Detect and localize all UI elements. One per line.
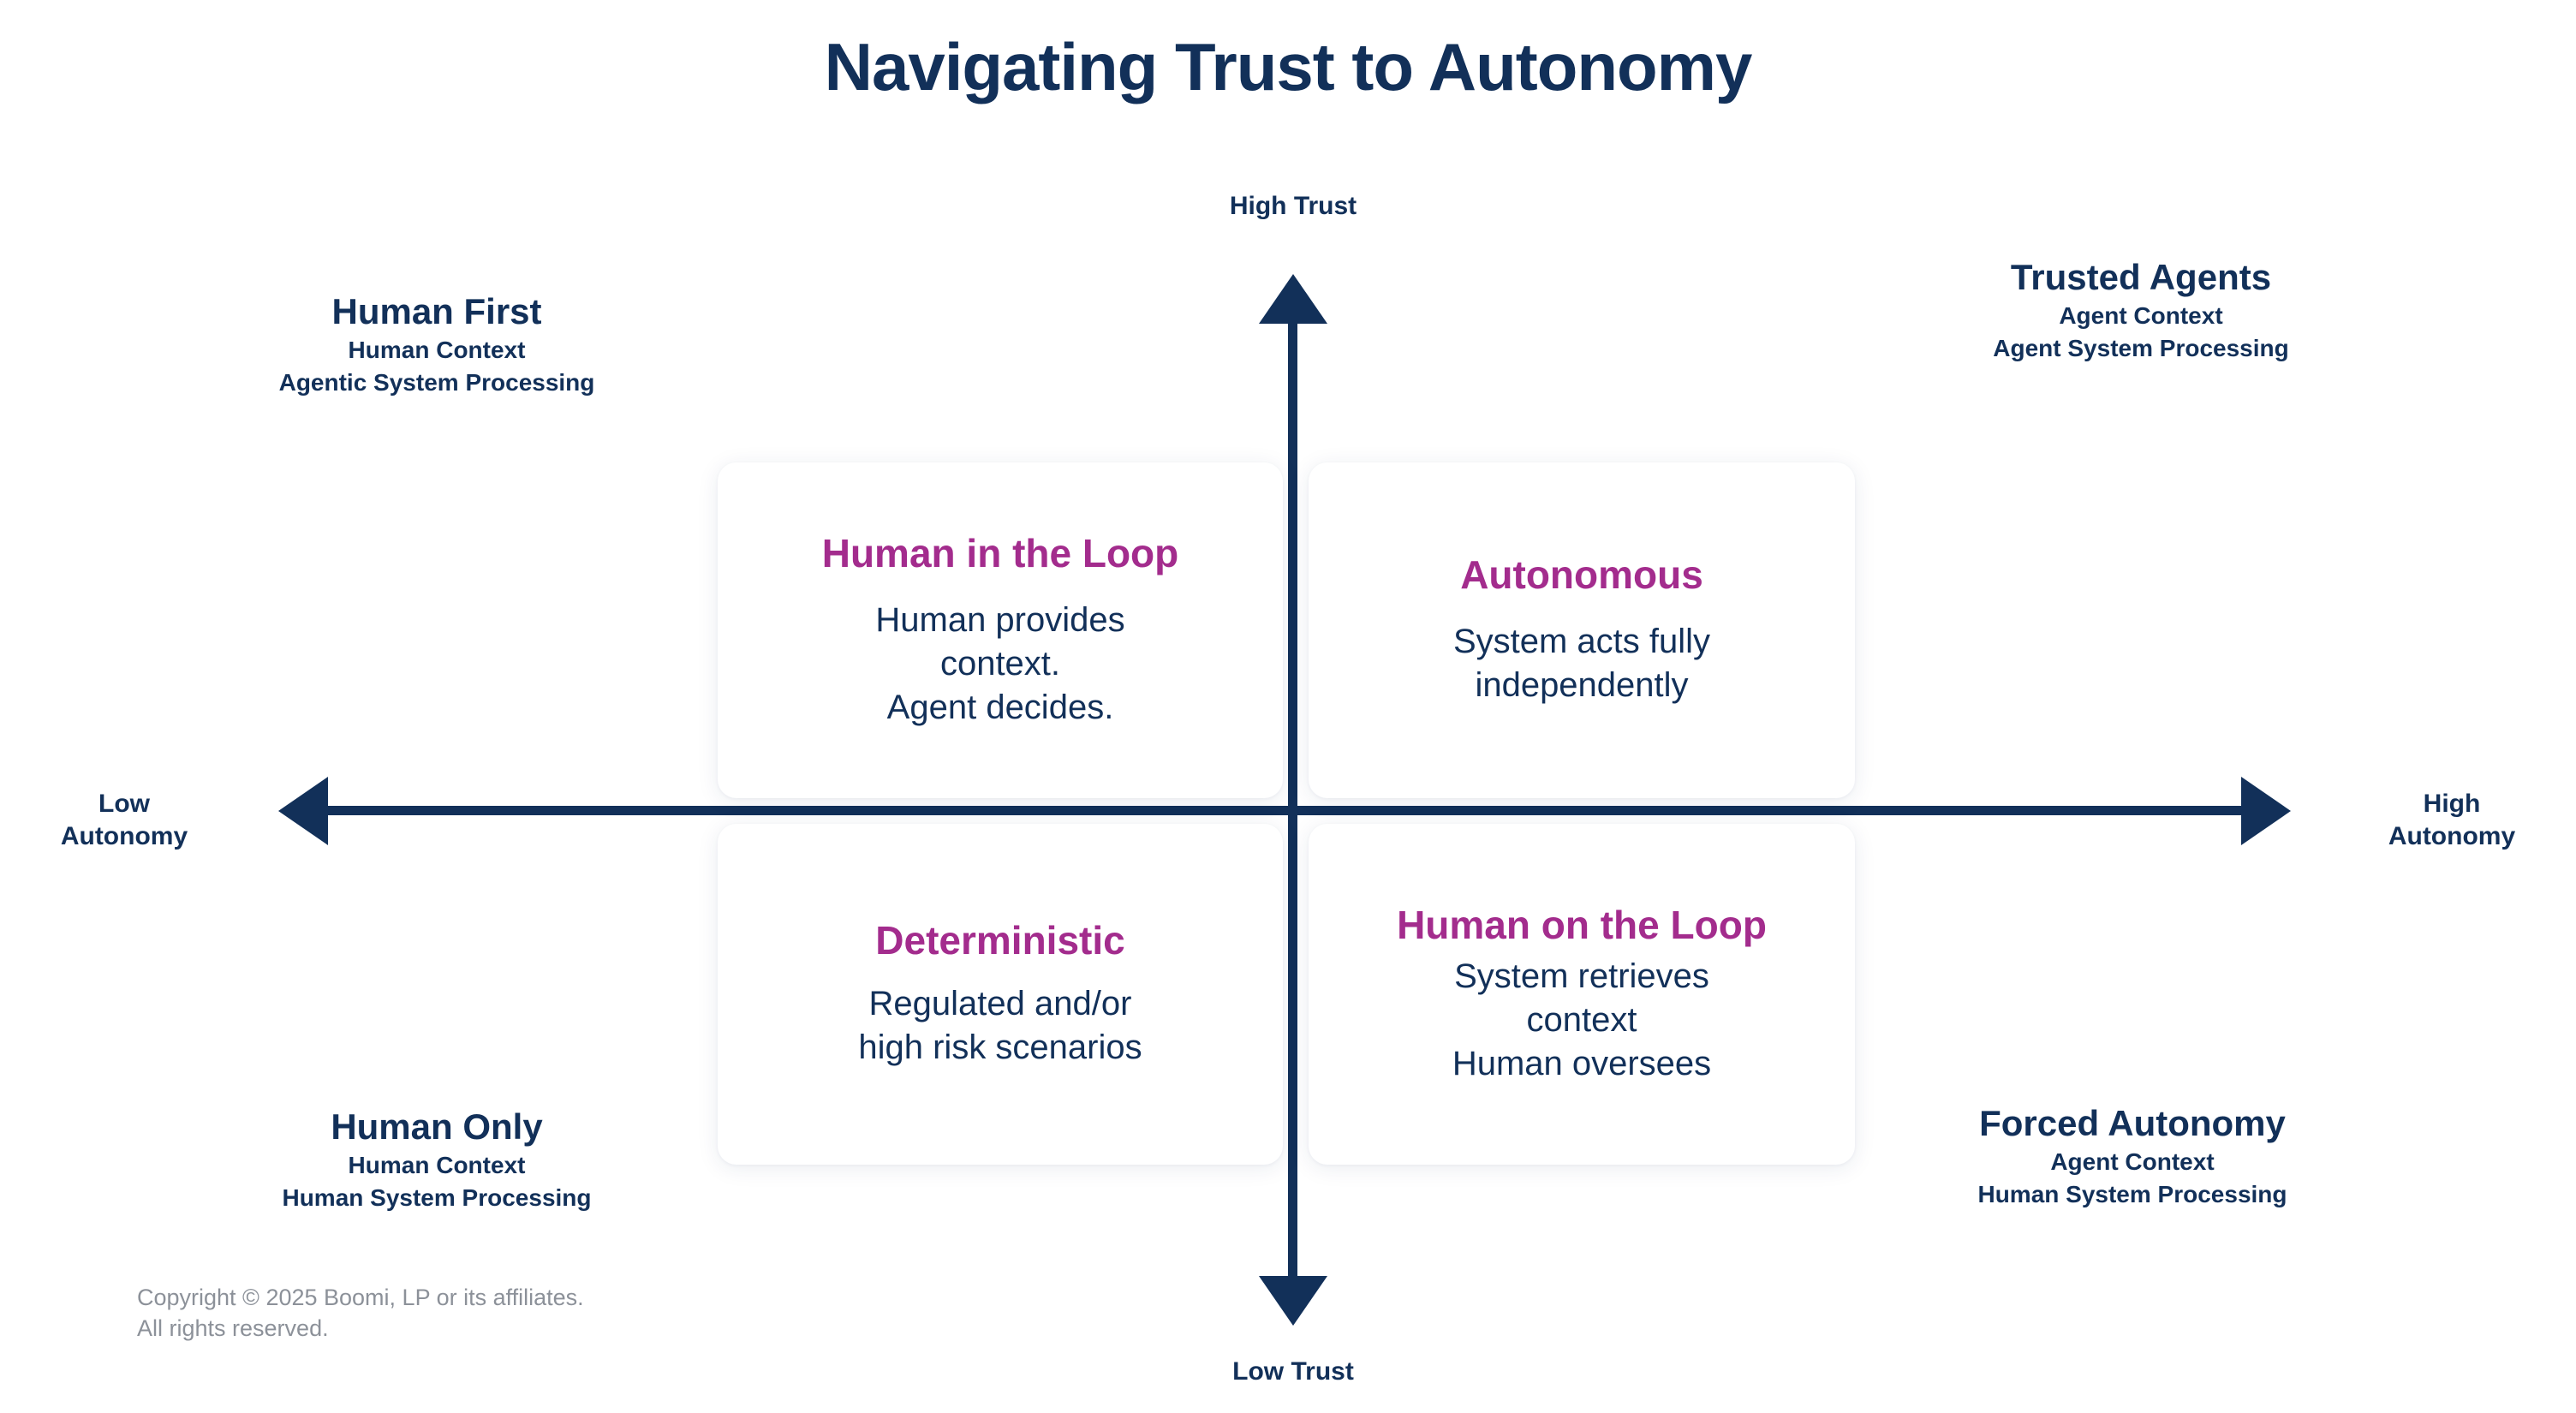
quadrant-body-line-3: Human oversees xyxy=(1452,1045,1712,1083)
quadrant-body-human-in-the-loop: Human provides context. Agent decides. xyxy=(875,599,1124,730)
corner-sub-human-first-2: Agentic System Processing xyxy=(278,369,595,396)
corner-sub-forced-autonomy-1: Agent Context xyxy=(2050,1148,2215,1175)
axis-label-low-trust: Low Trust xyxy=(1232,1357,1354,1386)
quadrant-card-deterministic[interactable]: Deterministic Regulated and/or high risk… xyxy=(718,824,1283,1165)
quadrant-card-human-on-the-loop[interactable]: Human on the Loop System retrieves conte… xyxy=(1309,824,1855,1165)
page-title: Navigating Trust to Autonomy xyxy=(824,29,1753,104)
arrow-down-icon xyxy=(1259,1276,1327,1326)
quadrant-card-human-in-the-loop[interactable]: Human in the Loop Human provides context… xyxy=(718,462,1283,798)
copyright-line-1: Copyright © 2025 Boomi, LP or its affili… xyxy=(137,1285,584,1310)
quadrant-body-line-1: System acts fully xyxy=(1452,623,1711,661)
corner-title-human-first: Human First xyxy=(331,291,542,331)
corner-sub-trusted-agents-2: Agent System Processing xyxy=(1993,335,2289,362)
corner-title-trusted-agents: Trusted Agents xyxy=(2010,257,2272,297)
quadrant-body-human-on-the-loop: System retrieves context Human oversees xyxy=(1452,955,1711,1087)
corner-title-human-only: Human Only xyxy=(331,1106,543,1147)
quadrant-body-deterministic: Regulated and/or high risk scenarios xyxy=(858,982,1142,1070)
quadrant-title-human-on-the-loop: Human on the Loop xyxy=(1397,902,1767,947)
quadrant-title-autonomous: Autonomous xyxy=(1460,552,1703,598)
axis-label-high-autonomy: High Autonomy xyxy=(2336,788,2567,854)
axis-label-high-autonomy-line2: Autonomy xyxy=(2388,822,2516,851)
quadrant-body-line-2: context xyxy=(1526,1000,1637,1039)
corner-sub-trusted-agents-1: Agent Context xyxy=(2059,301,2223,329)
axis-label-low-autonomy-line1: Low xyxy=(98,790,150,818)
corner-label-forced-autonomy: Forced Autonomy Agent Context Human Syst… xyxy=(1850,1103,2415,1211)
quadrant-body-line-2: high risk scenarios xyxy=(858,1028,1142,1067)
quadrant-title-deterministic: Deterministic xyxy=(875,918,1125,963)
corner-label-trusted-agents: Trusted Agents Agent Context Agent Syste… xyxy=(1858,257,2424,365)
corner-label-human-only: Human Only Human Context Human System Pr… xyxy=(154,1106,719,1214)
quadrant-body-line-3: Agent decides. xyxy=(886,689,1114,727)
horizontal-axis-line xyxy=(291,806,2278,815)
corner-sub-human-only-2: Human System Processing xyxy=(282,1184,592,1212)
arrow-right-icon xyxy=(2241,777,2291,845)
quadrant-body-line-1: Human provides xyxy=(875,600,1125,639)
axis-label-low-autonomy-line2: Autonomy xyxy=(60,822,188,851)
copyright-line-2: All rights reserved. xyxy=(137,1315,329,1342)
quadrant-body-line-1: System retrieves xyxy=(1454,957,1709,995)
quadrant-body-line-2: independently xyxy=(1475,666,1689,705)
quadrant-body-autonomous: System acts fully independently xyxy=(1453,620,1710,707)
corner-sub-human-only-1: Human Context xyxy=(348,1151,526,1178)
arrow-up-icon xyxy=(1259,274,1327,324)
corner-sub-human-first-1: Human Context xyxy=(348,336,526,363)
quadrant-body-line-1: Regulated and/or xyxy=(868,985,1132,1023)
copyright-notice: Copyright © 2025 Boomi, LP or its affili… xyxy=(137,1282,584,1344)
quadrant-card-autonomous[interactable]: Autonomous System acts fully independent… xyxy=(1309,462,1855,798)
corner-title-forced-autonomy: Forced Autonomy xyxy=(1979,1103,2286,1143)
corner-label-human-first: Human First Human Context Agentic System… xyxy=(154,291,719,399)
quadrant-body-line-2: context. xyxy=(939,644,1061,683)
quadrant-title-human-in-the-loop: Human in the Loop xyxy=(821,530,1179,575)
vertical-axis-line xyxy=(1288,291,1297,1306)
axis-label-low-autonomy: Low Autonomy xyxy=(9,788,240,854)
corner-sub-forced-autonomy-2: Human System Processing xyxy=(1977,1181,2287,1208)
arrow-left-icon xyxy=(278,777,328,845)
axis-label-high-autonomy-line1: High xyxy=(2423,790,2481,818)
axis-label-high-trust: High Trust xyxy=(1229,192,1357,220)
